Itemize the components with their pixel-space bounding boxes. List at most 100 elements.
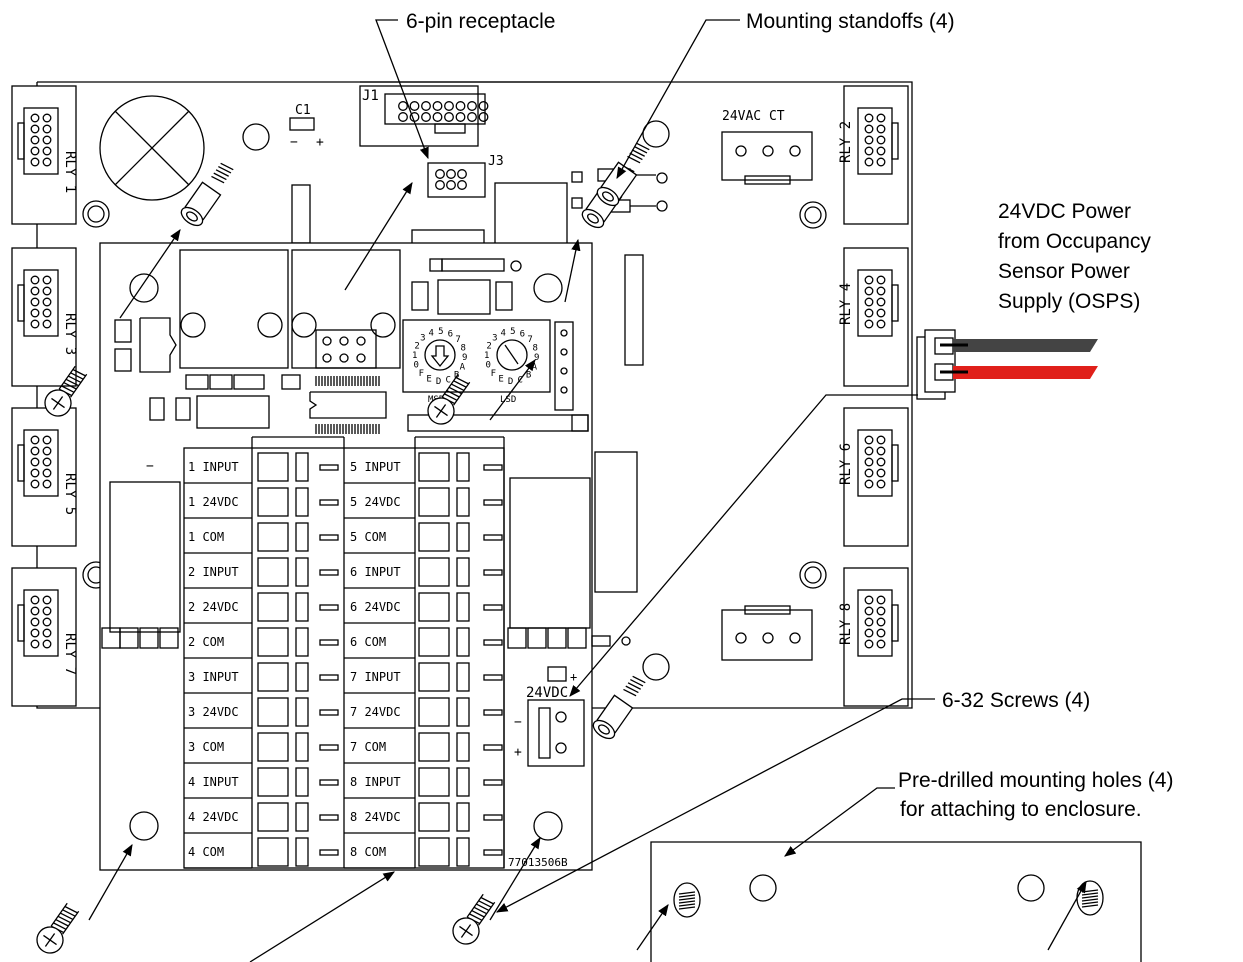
relay-label: RLY 5: [62, 473, 78, 515]
power-callout-1: 24VDC Power: [998, 200, 1131, 223]
svg-text:−: −: [146, 459, 154, 474]
lsd-switch: [496, 339, 528, 371]
back-component-a: [594, 451, 638, 593]
relay-connector: RLY 7: [11, 567, 78, 707]
svg-text:1: 1: [484, 351, 489, 361]
mounting-standoff: [592, 675, 646, 740]
svg-text:2: 2: [486, 341, 491, 351]
terminal-label: 3 INPUT: [188, 670, 239, 684]
osps-power-plug: [916, 329, 956, 400]
terminal-label: 2 COM: [188, 635, 224, 649]
svg-text:E: E: [498, 375, 503, 385]
svg-text:0: 0: [486, 361, 491, 371]
terminal-row: 4 INPUT 8 INPUT: [184, 762, 503, 797]
svg-text:F: F: [491, 369, 496, 379]
terminal-label: 6 COM: [350, 635, 386, 649]
terminal-label: 5 24VDC: [350, 495, 401, 509]
back-board-hole: [642, 653, 670, 681]
enclosure-hole: [749, 874, 777, 902]
relay-connector: RLY 5: [11, 407, 78, 547]
screws-callout: 6-32 Screws (4): [942, 689, 1090, 712]
terminal-label: 5 INPUT: [350, 460, 401, 474]
lsd-label: LSD: [500, 395, 516, 405]
svg-text:1: 1: [412, 351, 417, 361]
j3-label: J3: [488, 154, 504, 169]
c1-capacitor: [289, 117, 315, 131]
terminal-label: 8 24VDC: [350, 810, 401, 824]
terminal-label: 8 INPUT: [350, 775, 401, 789]
standoffs-callout: Mounting standoffs (4): [746, 10, 955, 33]
terminal-label: 6 24VDC: [350, 600, 401, 614]
terminal-label: 4 24VDC: [188, 810, 239, 824]
terminal-label: 7 COM: [350, 740, 386, 754]
svg-text:D: D: [436, 377, 441, 387]
terminal-row: 4 24VDC 8 24VDC: [184, 797, 503, 832]
capacitor-circle: [99, 95, 205, 201]
terminal-label: 1 COM: [188, 530, 224, 544]
svg-text:4: 4: [500, 329, 505, 339]
enclosure-stud: [1076, 880, 1104, 916]
svg-text:6: 6: [448, 329, 453, 339]
red-wire: [953, 366, 1098, 379]
back-component-b: [624, 254, 644, 366]
rj-jack-left: [179, 249, 289, 369]
c1-plus-label: +: [316, 135, 324, 150]
svg-text:2: 2: [414, 341, 419, 351]
relay-label: RLY 4: [838, 283, 854, 325]
power-callout-3: Sensor Power: [998, 260, 1130, 283]
svg-text:8: 8: [460, 343, 465, 353]
svg-text:B: B: [526, 370, 531, 380]
svg-text:F: F: [419, 369, 424, 379]
back-board-hole: [642, 120, 670, 148]
svg-text:5: 5: [438, 327, 443, 337]
component-strip: [291, 184, 311, 244]
board-hole: [533, 811, 563, 841]
relay-label: RLY 7: [62, 633, 78, 675]
relay-label: RLY 8: [838, 603, 854, 645]
svg-text:A: A: [460, 363, 466, 373]
receptacle-callout: 6-pin receptacle: [406, 10, 555, 33]
terminal-label: 7 INPUT: [350, 670, 401, 684]
j1-label: J1: [362, 88, 379, 104]
terminal-row: 3 INPUT 7 INPUT: [184, 657, 503, 692]
dc-label: 24VDC: [526, 685, 568, 701]
svg-text:+: +: [570, 670, 577, 684]
terminal-label: 2 INPUT: [188, 565, 239, 579]
relay-label: RLY 2: [838, 121, 854, 163]
board-hole: [129, 273, 159, 303]
relay-connector: RLY 6: [838, 407, 909, 547]
power-callout-4: Supply (OSPS): [998, 290, 1140, 313]
svg-text:7: 7: [455, 335, 460, 345]
svg-text:7: 7: [527, 335, 532, 345]
board-hole: [82, 200, 110, 228]
board-hole: [799, 201, 827, 229]
svg-text:4: 4: [428, 329, 433, 339]
c1-label: C1: [295, 103, 311, 118]
terminal-label: 4 INPUT: [188, 775, 239, 789]
svg-text:9: 9: [534, 353, 539, 363]
six-pin-header: [315, 329, 377, 369]
svg-text:8: 8: [532, 343, 537, 353]
terminal-label: 7 24VDC: [350, 705, 401, 719]
board-hole: [129, 811, 159, 841]
svg-text:9: 9: [462, 353, 467, 363]
board-hole: [533, 273, 563, 303]
j3-receptacle: [427, 162, 486, 198]
svg-text:D: D: [508, 377, 513, 387]
holes-callout-1: Pre-drilled mounting holes (4): [898, 769, 1173, 792]
power-callout-2: from Occupancy: [998, 230, 1151, 253]
mounting-standoff: [596, 142, 650, 207]
part-number: 77013506B: [508, 856, 568, 869]
board-hole: [799, 561, 827, 589]
input-board: − MSD LSD 0123456789ABCDEF0123456789ABCD…: [99, 242, 631, 871]
terminal-label: 6 INPUT: [350, 565, 401, 579]
terminal-label: 8 COM: [350, 845, 386, 859]
svg-text:3: 3: [492, 334, 497, 344]
terminal-row: 2 INPUT 6 INPUT: [184, 552, 503, 587]
